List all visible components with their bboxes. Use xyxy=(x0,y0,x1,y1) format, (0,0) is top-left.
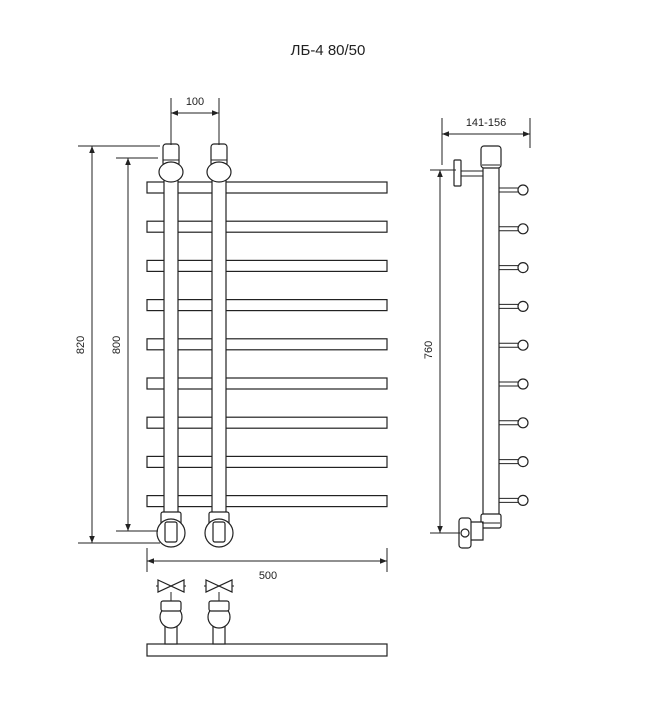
side-bar-end xyxy=(499,456,529,468)
front-bars xyxy=(146,181,388,508)
side-bar-end xyxy=(499,223,529,235)
side-bar-end xyxy=(499,184,529,196)
side-bar-end xyxy=(499,339,529,351)
drawing-title: ЛБ-4 80/50 xyxy=(290,42,366,59)
horizontal-bar xyxy=(146,220,388,233)
dim-side-height: 760 xyxy=(423,341,435,359)
dim-bar-height: 800 xyxy=(111,336,123,354)
bottom-right-connector xyxy=(204,511,234,548)
side-vertical-pipe xyxy=(482,163,500,523)
dim-width: 500 xyxy=(259,570,277,582)
side-view: 141-156 760 xyxy=(423,117,531,549)
top-left-connector xyxy=(158,143,184,183)
left-vertical-pipe xyxy=(163,164,179,521)
horizontal-bar xyxy=(146,416,388,429)
top-right-connector xyxy=(206,143,232,183)
horizontal-bar xyxy=(146,377,388,390)
horizontal-bar xyxy=(146,299,388,312)
side-top-valve xyxy=(453,159,500,187)
side-bar-end xyxy=(499,494,529,506)
top-view-bar xyxy=(146,643,388,657)
top-view-right-valve xyxy=(204,579,234,645)
side-bar-end xyxy=(499,417,529,429)
side-bar-end xyxy=(499,300,529,312)
dim-pipe-spacing: 100 xyxy=(186,96,204,108)
side-bar-ends xyxy=(499,184,529,506)
dim-side-depth: 141-156 xyxy=(466,117,506,129)
right-vertical-pipe xyxy=(211,164,227,521)
horizontal-bar xyxy=(146,495,388,508)
side-bar-end xyxy=(499,262,529,274)
horizontal-bar xyxy=(146,259,388,272)
side-top-cap xyxy=(480,145,502,169)
horizontal-bar xyxy=(146,338,388,351)
top-view-left-valve xyxy=(156,579,186,645)
front-view: 100 820 800 500 xyxy=(75,96,388,582)
top-view xyxy=(146,579,388,657)
dim-total-height: 820 xyxy=(75,336,87,354)
bottom-left-connector xyxy=(156,511,186,548)
horizontal-bar xyxy=(146,455,388,468)
horizontal-bar xyxy=(146,181,388,194)
side-bar-end xyxy=(499,378,529,390)
side-bottom-valve xyxy=(458,513,502,549)
